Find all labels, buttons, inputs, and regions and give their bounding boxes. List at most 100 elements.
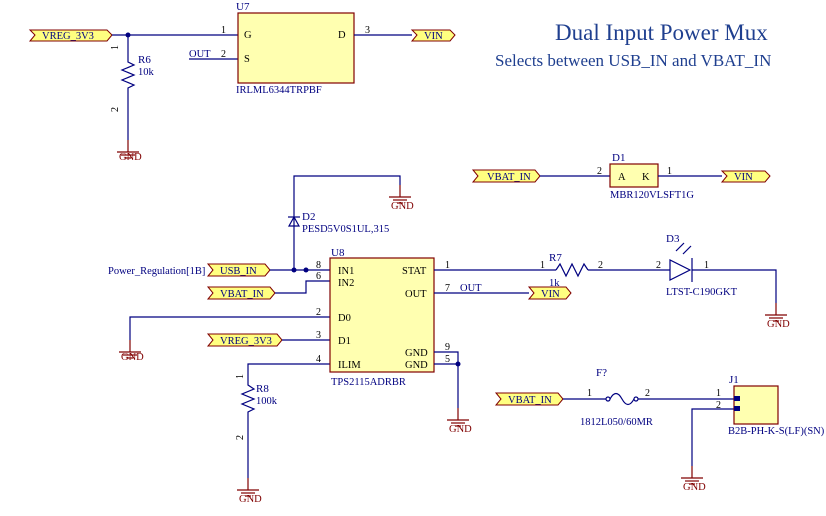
svg-text:1: 1 [716,388,721,399]
svg-text:IRLML6344TRPBF: IRLML6344TRPBF [236,85,322,96]
svg-text:LTST-C190GKT: LTST-C190GKT [666,287,738,298]
port-vbat-in-fuse[interactable]: VBAT_IN [494,392,564,406]
svg-text:VBAT_IN: VBAT_IN [487,172,531,183]
gnd-u8-d0: GND [118,339,144,363]
svg-text:G: G [244,30,252,41]
port-vbat-in-u8[interactable]: VBAT_IN [206,286,276,300]
svg-text:F?: F? [596,367,607,379]
svg-text:2: 2 [221,49,226,60]
svg-text:7: 7 [445,283,450,294]
svg-text:2: 2 [235,435,246,440]
sheet-title: Dual Input Power Mux [555,20,768,45]
j1-connector[interactable]: J1 B2B-PH-K-S(LF)(SN) 1 2 [716,374,825,437]
svg-text:GND: GND [405,348,428,359]
sheet-subtitle: Selects between USB_IN and VBAT_IN [495,51,771,70]
svg-text:GND: GND [119,152,142,163]
port-vin-top[interactable]: VIN [410,29,456,42]
svg-text:PESD5V0S1UL,315: PESD5V0S1UL,315 [302,224,389,235]
svg-text:2: 2 [110,107,121,112]
svg-text:1: 1 [110,45,121,50]
d1-diode[interactable]: D1 MBR120VLSFT1G A K 2 1 [597,152,694,201]
svg-text:GND: GND [767,319,790,330]
port-vin-d1[interactable]: VIN [720,170,771,183]
svg-text:2: 2 [598,260,603,271]
svg-text:S: S [244,54,250,65]
svg-text:GND: GND [405,360,428,371]
gnd-u8: GND [446,407,472,435]
u8-power-mux-ic[interactable]: U8 TPS2115ADRBR IN1 IN2 D0 D1 ILIM STAT … [316,247,450,388]
svg-text:1: 1 [704,260,709,271]
svg-text:5: 5 [445,354,450,365]
r8-resistor[interactable]: R8 100k 1 2 [235,374,278,440]
svg-text:GND: GND [239,494,262,505]
svg-text:K: K [642,172,650,183]
svg-text:8: 8 [316,260,321,271]
f1-fuse[interactable]: F? 1812L050/60MR 1 2 [580,367,653,428]
svg-text:U7: U7 [236,1,250,13]
svg-text:VREG_3V3: VREG_3V3 [42,31,94,42]
svg-text:1812L050/60MR: 1812L050/60MR [580,417,653,428]
gnd-r8: GND [236,477,262,505]
svg-text:R6: R6 [138,54,151,66]
svg-text:USB_IN: USB_IN [220,266,257,277]
svg-text:VIN: VIN [734,172,753,183]
junction [291,267,297,273]
svg-text:1: 1 [445,260,450,271]
svg-text:VREG_3V3: VREG_3V3 [220,336,272,347]
svg-text:A: A [618,172,626,183]
svg-text:2: 2 [645,388,650,399]
svg-text:100k: 100k [256,396,278,407]
svg-text:VIN: VIN [424,31,443,42]
port-vreg-3v3-top[interactable]: VREG_3V3 [28,29,113,42]
net-label-out-u8: OUT [460,283,482,294]
r7-resistor[interactable]: R7 1k 1 2 [540,252,603,289]
r6-resistor[interactable]: R6 10k 1 2 [110,45,155,112]
svg-text:6: 6 [316,271,321,282]
svg-text:J1: J1 [729,374,739,386]
svg-text:VBAT_IN: VBAT_IN [508,395,552,406]
svg-text:D3: D3 [666,233,680,245]
sheet-entry-power-regulation[interactable]: Power_Regulation[1B] [108,266,205,277]
svg-text:MBR120VLSFT1G: MBR120VLSFT1G [610,190,694,201]
svg-text:STAT: STAT [402,266,427,277]
svg-text:2: 2 [316,307,321,318]
svg-text:B2B-PH-K-S(LF)(SN): B2B-PH-K-S(LF)(SN) [728,426,825,437]
svg-text:VIN: VIN [541,289,560,300]
svg-text:1k: 1k [549,278,560,289]
gnd-r6: GND [116,139,142,163]
svg-text:VBAT_IN: VBAT_IN [220,289,264,300]
svg-text:2: 2 [716,400,721,411]
svg-text:1: 1 [540,260,545,271]
svg-text:D2: D2 [302,211,315,223]
svg-text:2: 2 [597,166,602,177]
gnd-d2: GND [388,184,414,212]
svg-text:1: 1 [667,166,672,177]
port-vbat-in-d1[interactable]: VBAT_IN [471,169,541,183]
svg-text:TPS2115ADRBR: TPS2115ADRBR [331,377,406,388]
gnd-j1: GND [680,465,706,493]
svg-text:U8: U8 [331,247,345,259]
d2-tvs-diode[interactable]: D2 PESD5V0S1UL,315 [287,211,389,235]
svg-text:3: 3 [316,330,321,341]
svg-text:R7: R7 [549,252,562,264]
port-usb-in[interactable]: USB_IN [206,263,271,277]
svg-text:GND: GND [121,352,144,363]
svg-text:4: 4 [316,354,321,365]
svg-text:GND: GND [391,201,414,212]
svg-text:1: 1 [587,388,592,399]
svg-text:IN2: IN2 [338,278,354,289]
port-vreg-3v3-u8[interactable]: VREG_3V3 [206,333,283,347]
svg-text:D1: D1 [338,336,351,347]
net-label-out-u7: OUT [189,49,211,60]
port-vin-u8[interactable]: VIN [527,286,572,300]
svg-text:10k: 10k [138,67,155,78]
d3-led[interactable]: D3 LTST-C190GKT 2 1 [656,233,738,298]
svg-text:2: 2 [656,260,661,271]
junction [303,267,309,273]
svg-text:ILIM: ILIM [338,360,361,371]
gnd-d3: GND [764,302,790,330]
u7-mosfet[interactable]: U7 IRLML6344TRPBF G S D 1 2 3 [221,1,370,96]
svg-text:3: 3 [365,25,370,36]
svg-text:R8: R8 [256,383,269,395]
